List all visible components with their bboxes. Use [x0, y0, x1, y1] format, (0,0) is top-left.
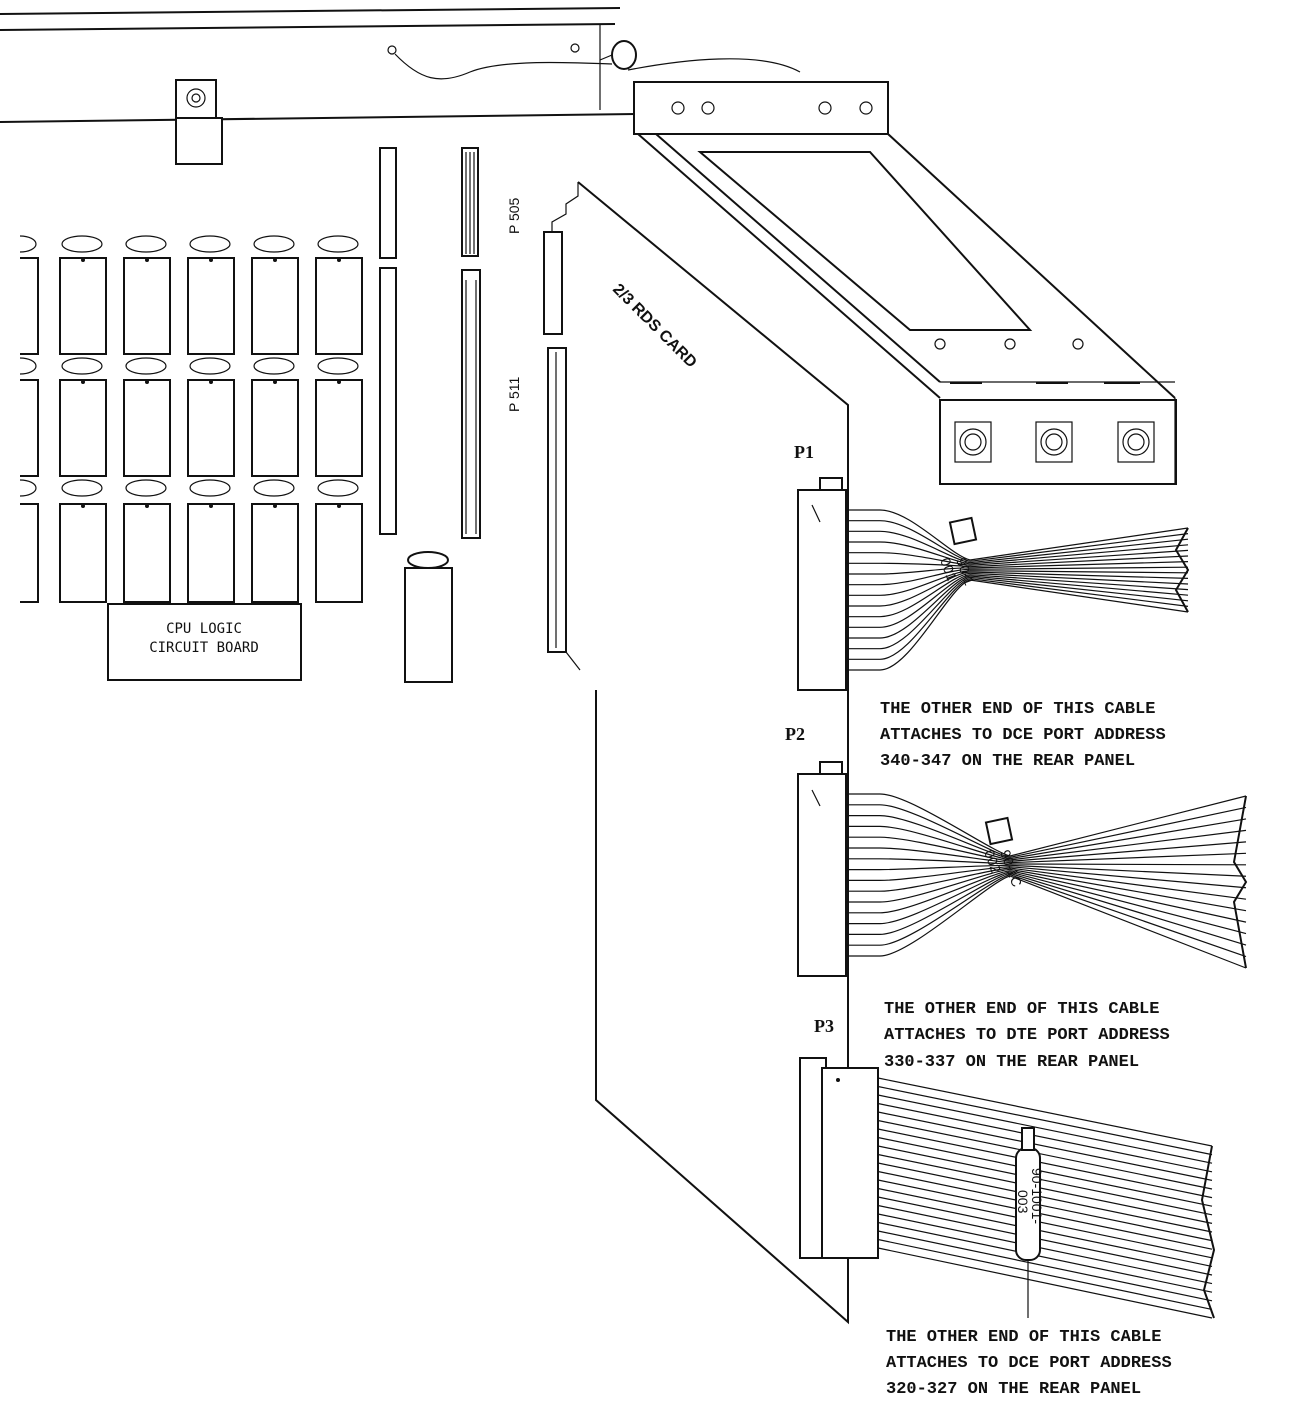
ic-chip [315, 235, 363, 355]
ic-chip [123, 479, 171, 603]
ic-chip [251, 235, 299, 355]
cable-p2: 90-1C 002 [797, 761, 1248, 977]
chassis-top-rail [0, 7, 641, 165]
ic-chip [123, 235, 171, 355]
header-label-p511: P 511 [506, 376, 522, 412]
note-p1: THE OTHER END OF THIS CABLE ATTACHES TO … [880, 700, 1166, 771]
ic-chip [315, 357, 363, 477]
note-p3-line1: THE OTHER END OF THIS CABLE [886, 1328, 1161, 1347]
note-p3: THE OTHER END OF THIS CABLE ATTACHES TO … [886, 1328, 1172, 1399]
cable-tag-p3-a: 90-1001- [1029, 1168, 1045, 1224]
rds-card-label: 2/3 RDS CARD [609, 281, 700, 372]
cpu-board-label: CPU LOGIC CIRCUIT BOARD [107, 603, 302, 681]
note-p1-line3: 340-347 ON THE REAR PANEL [880, 752, 1135, 771]
note-p1-line2: ATTACHES TO DCE PORT ADDRESS [880, 726, 1166, 745]
ic-chip [59, 479, 107, 603]
rear-panel-bracket [627, 58, 1177, 485]
ic-chip [187, 235, 235, 355]
note-p2-line1: THE OTHER END OF THIS CABLE [884, 1000, 1159, 1019]
note-p2-line3: 330-337 ON THE REAR PANEL [884, 1053, 1139, 1072]
ic-chip [123, 357, 171, 477]
cable-tag-p1-b: 001 [937, 556, 960, 584]
cable-tag-p2-b: 002 [981, 848, 1004, 876]
cable-tag-p3-b: 003 [1015, 1190, 1031, 1214]
note-p2-line2: ATTACHES TO DTE PORT ADDRESS [884, 1026, 1170, 1045]
ic-chip [59, 235, 107, 355]
note-p1-line1: THE OTHER END OF THIS CABLE [880, 700, 1155, 719]
plug-label-p2: P2 [785, 724, 805, 744]
rear-port-3 [1117, 421, 1155, 463]
note-p3-line3: 320-327 ON THE REAR PANEL [886, 1380, 1141, 1399]
ic-chip [251, 479, 299, 603]
ic-chip [59, 357, 107, 477]
note-p2: THE OTHER END OF THIS CABLE ATTACHES TO … [884, 1000, 1170, 1072]
ic-chip [187, 479, 235, 603]
cpu-board-label-line1: CPU LOGIC [166, 621, 242, 637]
cable-p1: 90-1 001 [797, 477, 1190, 691]
board-slot-connectors [379, 147, 481, 683]
cable-p3: 90-1001- 003 [799, 1057, 1216, 1319]
rear-port-1 [954, 421, 992, 463]
note-p3-line2: ATTACHES TO DCE PORT ADDRESS [886, 1354, 1172, 1373]
plug-label-p3: P3 [814, 1016, 834, 1036]
ic-chip [315, 479, 363, 603]
ic-chip [19, 479, 39, 603]
ic-chip [187, 357, 235, 477]
header-label-p505: P 505 [506, 197, 522, 234]
ic-chip [19, 235, 39, 355]
cpu-board-ic-grid [19, 235, 363, 603]
plug-label-p1: P1 [794, 442, 814, 462]
ic-chip [251, 357, 299, 477]
cpu-board-label-line2: CIRCUIT BOARD [149, 640, 259, 656]
rear-port-2 [1035, 421, 1073, 463]
ic-chip [19, 357, 39, 477]
